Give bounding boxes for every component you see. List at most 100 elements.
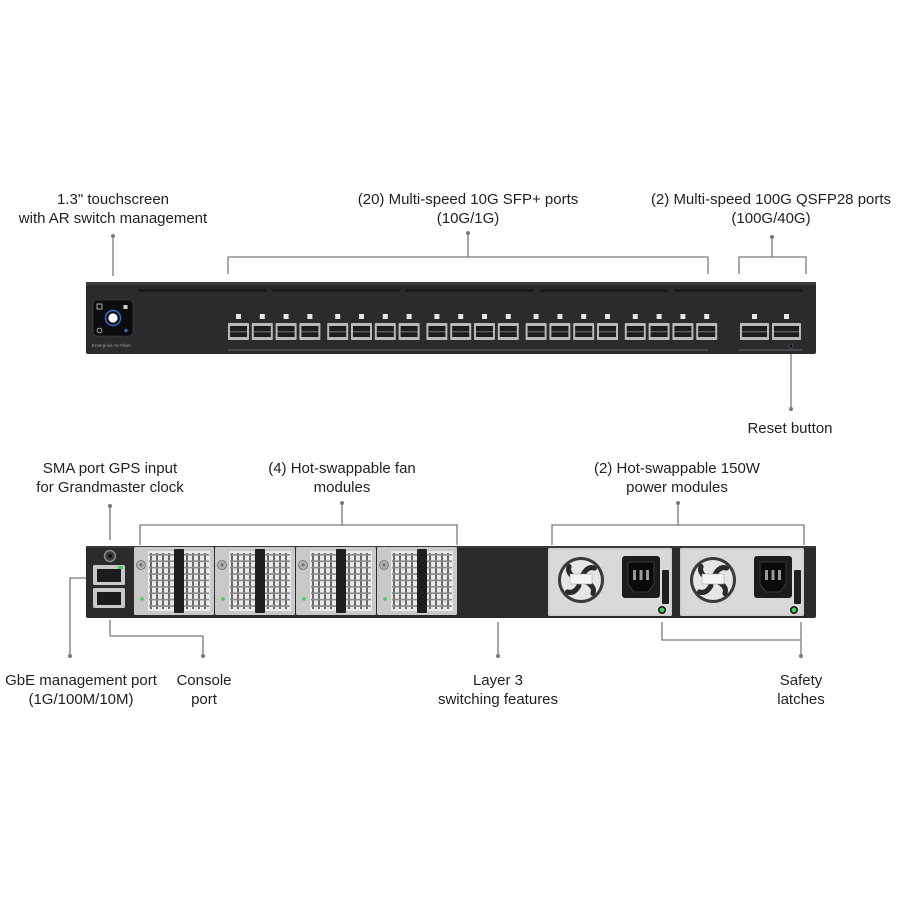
sfp-port[interactable] [351,314,372,340]
safety-latch [662,570,669,604]
sfp-port[interactable] [549,314,571,340]
sfp-ports-bracket [227,233,709,274]
sfp-port[interactable] [398,314,420,340]
port-led [434,314,440,319]
safety-latches-label: Safety latches [756,671,846,709]
model-label: Enterprise AV Fiber [92,343,131,348]
front-panel: Enterprise AV Fiber [86,282,816,354]
console-port-label: Console port [166,671,242,709]
fan-modules-leader-dot [340,501,344,505]
sfp-port[interactable] [648,314,670,340]
fan-modules-label-line1: (4) Hot-swappable fan [268,460,416,477]
qsfp-port-underline [739,349,802,351]
fan-modules-label: (4) Hot-swappable fan modules [246,459,438,497]
thumb-screw-icon [217,560,227,570]
fan-handle [174,549,184,613]
safety-latches-leader-dot [799,654,803,658]
fan-handle [255,549,265,613]
sfp-port-underline [228,349,708,351]
gbe-port-label-line1: GbE management port [5,672,157,689]
power-modules-label: (2) Hot-swappable 150W power modules [572,459,782,497]
port-led [335,314,341,319]
sfp-port[interactable] [573,314,595,340]
sfp-port[interactable] [474,314,495,340]
reset-button-label: Reset button [728,419,852,438]
qsfp-port[interactable] [772,314,801,340]
layer3-leader-dot [496,654,500,658]
layer3-label-line1: Layer 3 [472,672,524,689]
fan-module[interactable] [215,547,295,615]
sma-leader-dot [108,504,112,508]
sfp-port[interactable] [228,314,249,340]
qsfp-port-group [740,314,801,340]
port-led [533,314,539,319]
sfp-ports-label-line2: (10G/1G) [436,210,500,227]
fan-status-led [221,597,225,601]
port-led [605,314,610,319]
qsfp-port[interactable] [740,314,769,340]
reset-button[interactable] [788,343,794,349]
sfp-port[interactable] [275,314,297,340]
qsfp-ports-leader-dot [770,235,774,239]
port-led [784,314,789,319]
sfp-port[interactable] [374,314,396,340]
power-module-group [548,548,804,616]
power-modules-bracket [551,503,805,545]
sfp-port[interactable] [251,314,273,340]
reset-leader-dot [789,407,793,411]
sfp-ports-label: (20) Multi-speed 10G SFP+ ports (10G/1G) [328,190,608,228]
safety-latches-label-line2: latches [777,691,825,708]
layer3-label: Layer 3 switching features [420,671,576,709]
qsfp-ports-bracket [738,237,807,274]
qsfp-ports-label-line2: (100G/40G) [731,210,811,227]
touchscreen-display[interactable] [92,299,134,337]
touchscreen-label-line1: 1.3" touchscreen [56,191,170,208]
sfp-port[interactable] [597,314,618,340]
front-top-vents [138,289,802,292]
fan-handle [417,549,427,613]
fan-handle [336,549,346,613]
layer3-label-line2: switching features [437,691,559,708]
console-port[interactable] [93,588,125,608]
power-module[interactable] [680,548,804,616]
port-led [505,314,511,319]
sfp-port[interactable] [672,314,694,340]
port-led [632,314,638,319]
qsfp-ports-label: (2) Multi-speed 100G QSFP28 ports (100G/… [640,190,900,228]
port-led [680,314,686,319]
gbe-management-port[interactable] [93,565,125,585]
sfp-port[interactable] [624,314,646,340]
gbe-leader [69,577,92,656]
fan-module[interactable] [377,547,457,615]
sfp-ports-label-line1: (20) Multi-speed 10G SFP+ ports [357,191,579,208]
qsfp-ports-label-line1: (2) Multi-speed 100G QSFP28 ports [650,191,892,208]
screen-knob-icon [108,313,118,323]
sfp-port[interactable] [696,314,718,340]
sfp-port[interactable] [426,314,448,340]
fan-module[interactable] [134,547,214,615]
fan-module[interactable] [296,547,376,615]
sfp-port[interactable] [299,314,321,340]
power-module[interactable] [548,548,672,616]
gbe-port-label: GbE management port (1G/100M/10M) [0,671,162,709]
safety-latches-bracket [661,622,802,656]
touchscreen-label-line2: with AR switch management [18,210,208,227]
sfp-port[interactable] [327,314,349,340]
sma-port-label: SMA port GPS input for Grandmaster clock [14,459,206,497]
gbe-port-label-line2: (1G/100M/10M) [28,691,134,708]
fan-status-led [140,597,144,601]
power-inlet-icon [622,556,660,598]
sma-port[interactable] [103,549,117,563]
leader-lines [68,231,807,658]
power-modules-leader-dot [676,501,680,505]
sfp-port[interactable] [450,314,472,340]
screen-lock-icon [123,305,128,309]
sfp-port[interactable] [497,314,519,340]
sfp-port[interactable] [525,314,547,340]
sma-port-label-line1: SMA port GPS input [42,460,178,477]
port-led [557,314,563,319]
port-led [382,314,388,319]
psu-fan-icon [558,557,604,603]
port-led [283,314,289,319]
fan-modules-label-line2: modules [313,479,371,496]
